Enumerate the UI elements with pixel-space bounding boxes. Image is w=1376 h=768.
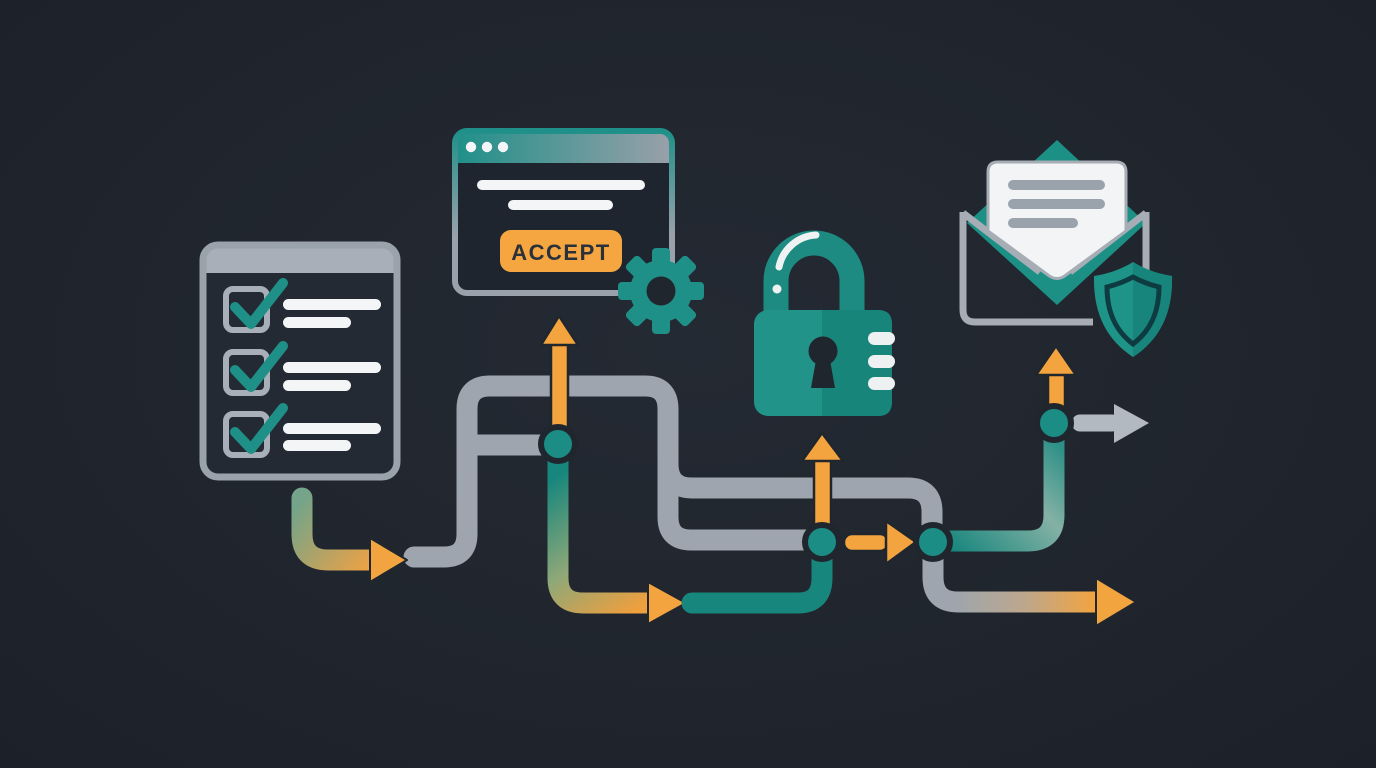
arrow-up-icon-3 (1034, 344, 1078, 377)
shield-shade (1133, 262, 1173, 357)
checkmark-icon-2 (230, 341, 288, 392)
arrow-right-icon-1 (369, 537, 408, 583)
gear-icon (618, 248, 704, 334)
checkmark-icons (230, 278, 288, 454)
checklist-icon (199, 241, 401, 481)
pipe-node1-down (547, 444, 650, 614)
arrow-right-icon-bottom (1095, 577, 1137, 627)
pipe-checklist-out (291, 487, 383, 571)
checklist-text-lines (283, 299, 381, 451)
flow-node-2 (802, 522, 842, 562)
arrow-up-icon-2 (800, 431, 845, 463)
envelope-icon (959, 140, 1173, 357)
checkmark-icon-1 (230, 278, 288, 329)
shackle-highlight (775, 231, 820, 271)
padlock-lines (868, 332, 895, 390)
checklist-header (203, 245, 397, 273)
gear-hole (646, 276, 676, 306)
flow-node-1 (538, 424, 578, 464)
shield-inner-outline (1104, 274, 1162, 348)
arrow-right-icon-3 (884, 519, 918, 566)
arrow-right-icon-exit (1114, 404, 1149, 443)
pipe-into-node2 (681, 543, 833, 614)
pipe-node3-node4 (933, 437, 1065, 552)
arrow-up-icon-1 (539, 314, 580, 347)
envelope-outline (959, 212, 1150, 326)
flow-node-4 (1034, 403, 1074, 443)
pipe-gray-orange (922, 552, 1098, 613)
shield-icon (1093, 262, 1173, 357)
flow-node-3 (913, 522, 953, 562)
checklist-border (199, 241, 401, 481)
window-dots-icon (465, 141, 509, 153)
padlock-icon (754, 230, 895, 416)
browser-titlebar (455, 131, 672, 163)
browser-text-lines (477, 180, 645, 210)
flow-pipes (291, 375, 1149, 627)
pipe-gray-branch (657, 452, 943, 540)
keyhole-icon (808, 336, 838, 388)
shackle-highlight-dot (772, 284, 782, 294)
checkmark-icon-3 (230, 403, 288, 454)
flow-nodes (538, 403, 1074, 562)
arrow-between-nodes-shaft (842, 532, 890, 553)
accept-button-label: ACCEPT (511, 240, 610, 265)
browser-border (452, 128, 675, 296)
pipe-gray-main (403, 375, 821, 568)
letter-text-lines (1008, 180, 1105, 228)
arrow-right-icon-2 (647, 581, 687, 625)
flow-up-arrows (539, 314, 1078, 566)
accept-button[interactable]: ACCEPT (500, 230, 622, 272)
browser-window-icon: ACCEPT (452, 128, 675, 296)
